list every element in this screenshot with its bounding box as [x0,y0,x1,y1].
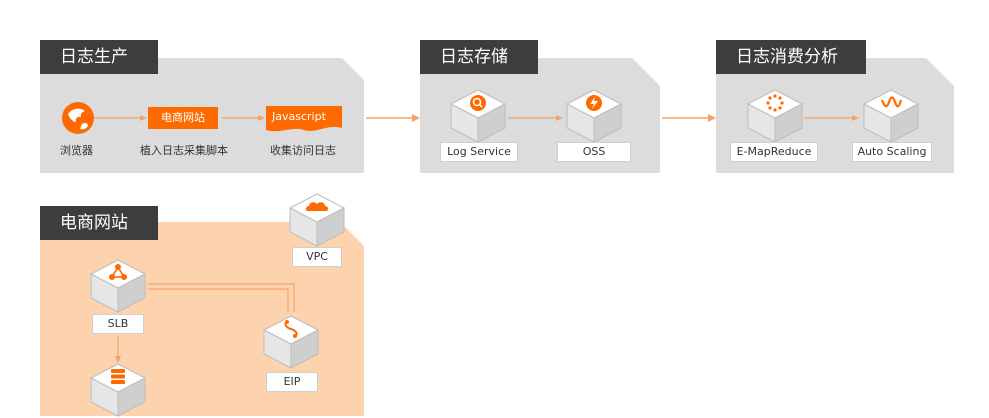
script-banner-icon [266,106,342,132]
website-title: 电商网站 [40,206,158,240]
oss-icon [565,89,623,143]
log-service-label: Log Service [440,142,518,162]
script-button[interactable]: Javascript [272,110,326,123]
emapreduce-icon [746,89,804,143]
vpc-icon [288,193,346,247]
script-caption: 收集访问日志 [270,144,336,157]
browser-icon [62,102,94,134]
production-title: 日志生产 [40,40,158,74]
link-slb-eip-inner [148,288,289,312]
emapreduce-label: E-MapReduce [730,142,818,162]
server-icon [89,363,147,417]
auto-scaling-label: Auto Scaling [852,142,932,162]
consumption-title: 日志消费分析 [716,40,866,74]
link-slb-eip-outer [148,283,295,312]
vpc-label: VPC [292,247,342,267]
oss-label: OSS [557,142,631,162]
eip-label: EIP [266,372,318,392]
log-service-icon [449,89,507,143]
auto-scaling-icon [862,89,920,143]
storage-title: 日志存储 [420,40,538,74]
site-caption: 植入日志采集脚本 [140,144,228,157]
browser-label: 浏览器 [60,144,93,157]
slb-icon [89,259,147,313]
site-button[interactable]: 电商网站 [148,107,218,129]
eip-icon [262,315,320,369]
slb-label: SLB [92,314,144,334]
